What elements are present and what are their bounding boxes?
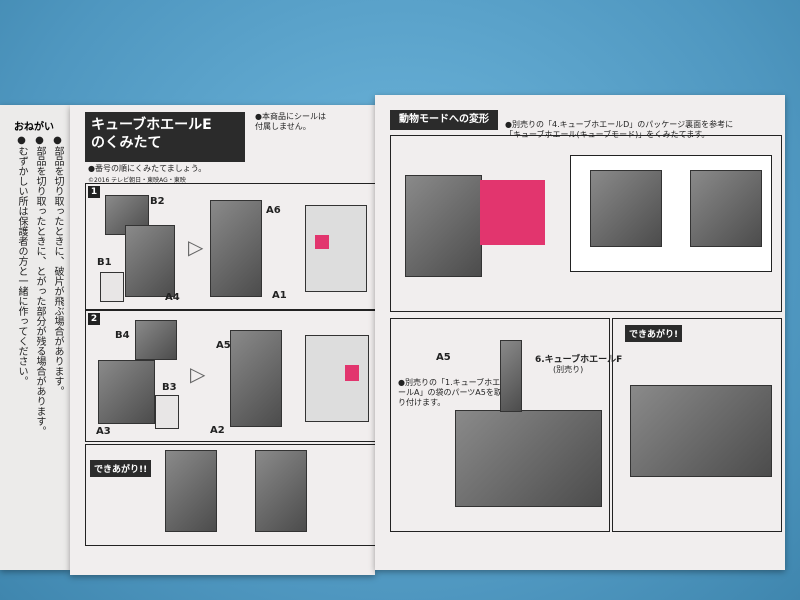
- label-a2: A2: [210, 425, 225, 436]
- highlight-part-2: [345, 365, 359, 381]
- whale-f-image: [500, 340, 522, 412]
- part-b3-image: [155, 395, 179, 429]
- flap-line-2: ●部品を切り取ったときに、とがった部分が残る場合があります。: [34, 135, 45, 436]
- label-a4: A4: [165, 292, 180, 303]
- whale-animal-image: [455, 410, 602, 507]
- product-sub-label: (別売り): [553, 365, 584, 374]
- label-b1: B1: [97, 257, 112, 268]
- section-title: 動物モードへの変形: [390, 110, 498, 130]
- flap-line-3: ●むずかしい所は保護者の方と一緒に作ってください。: [16, 135, 27, 386]
- flap-heading-box: おねがい: [14, 115, 64, 133]
- finished-part-2-image: [255, 450, 307, 532]
- reference-diagram-2: [305, 335, 369, 422]
- title-line-1: キューブホエールE: [91, 117, 212, 133]
- assembled-part-2-image: [230, 330, 282, 427]
- label-b4: B4: [115, 330, 130, 341]
- attach-panel: [390, 318, 610, 532]
- flap-heading: おねがい: [14, 122, 54, 133]
- complete-badge: できあがり!!: [90, 460, 152, 477]
- product-label: 6.キューブホエールF: [535, 355, 623, 365]
- attach-note: ●別売りの「1.キューブホエールA」の袋のパーツA5を取り付けます。: [398, 378, 502, 407]
- frame-part-image: [125, 225, 175, 297]
- label-a3: A3: [96, 426, 111, 437]
- frame-part-2-image: [98, 360, 155, 424]
- part-b4-image: [135, 320, 177, 360]
- highlight-part-1: [315, 235, 329, 249]
- sticker-note: ●本商品にシールは 付属しません。: [255, 112, 326, 132]
- zoom-part-right-image: [690, 170, 762, 247]
- left-flap: おねがい ●部品を切り取ったときに、破片が飛ぶ場合があります。 ●部品を切り取っ…: [0, 105, 70, 570]
- part-b1-image: [100, 272, 124, 302]
- transform-panel: [390, 135, 782, 312]
- zoom-part-left-image: [590, 170, 662, 247]
- arrow-icon: ▷: [188, 235, 204, 259]
- complete-badge-right: できあがり!: [625, 325, 683, 342]
- page-title: キューブホエールE のくみたて: [85, 112, 245, 162]
- sticker-note-1: ●本商品にシールは: [255, 112, 326, 121]
- order-note: ●番号の順にくみたてましょう。: [88, 164, 207, 173]
- label-a5-right: A5: [436, 352, 451, 363]
- label-a5: A5: [216, 340, 231, 351]
- whale-body-image: [405, 175, 482, 277]
- step-2-number: 2: [88, 313, 100, 325]
- flap-line-1: ●部品を切り取ったときに、破片が飛ぶ場合があります。: [52, 135, 63, 396]
- sticker-note-2: 付属しません。: [255, 122, 311, 131]
- copyright: ©2016 テレビ朝日・東映AG・東映: [88, 177, 186, 184]
- label-b2: B2: [150, 196, 165, 207]
- label-a1: A1: [272, 290, 287, 301]
- step-1-number: 1: [88, 186, 100, 198]
- title-line-2: のくみたて: [91, 135, 162, 151]
- pink-highlight-large: [480, 180, 545, 245]
- complete-panel-right: [612, 318, 782, 532]
- transform-instruction: ●別売りの「4.キューブホエールD」のパッケージ裏面を参考に「キューブホエール(…: [505, 120, 734, 139]
- label-a6: A6: [266, 205, 281, 216]
- assembled-part-image: [210, 200, 262, 297]
- arrow-icon-2: ▷: [190, 362, 206, 386]
- finished-part-image: [165, 450, 217, 532]
- finished-whale-image: [630, 385, 772, 477]
- label-b3: B3: [162, 382, 177, 393]
